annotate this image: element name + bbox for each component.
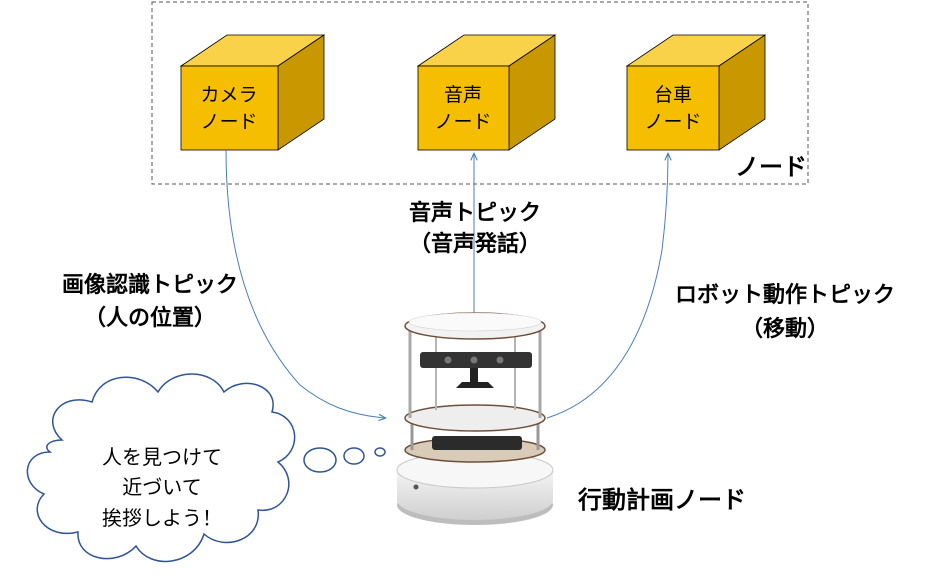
voice-node-label-1: 音声 <box>444 84 482 106</box>
voice-topic-label: 音声トピック <box>409 200 541 226</box>
planner-node-label: 行動計画ノード <box>577 486 746 514</box>
voice-node: 音声 ノード <box>416 34 557 151</box>
cart-node-label-1: 台車 <box>654 84 692 106</box>
motion-topic-label: ロボット動作トピック <box>675 283 895 308</box>
voice-topic-sublabel: （音声発話） <box>409 231 541 257</box>
motion-topic-arrow <box>546 154 668 419</box>
thought-line-3: 挨拶しよう！ <box>102 506 222 530</box>
camera-node-label-2: ノード <box>200 111 257 133</box>
image-topic-arrow <box>225 149 385 418</box>
image-topic-label: 画像認識トピック <box>62 272 238 298</box>
image-topic-sublabel: （人の位置） <box>84 305 216 331</box>
camera-node: カメラ ノード <box>179 34 326 151</box>
thought-cloud: 人を見つけて 近づいて 挨拶しよう！ <box>26 373 386 563</box>
voice-node-label-2: ノード <box>434 111 491 133</box>
robot-image <box>396 312 554 525</box>
camera-node-label-1: カメラ <box>200 84 257 106</box>
thought-line-1: 人を見つけて <box>102 445 222 469</box>
cart-node-label-2: ノード <box>644 111 701 133</box>
node-group-box <box>151 1 809 185</box>
thought-line-2: 近づいて <box>122 475 201 499</box>
motion-topic-sublabel: （移動） <box>741 316 829 342</box>
node-group-label: ノード <box>735 153 807 181</box>
cart-node: 台車 ノード <box>625 34 767 151</box>
